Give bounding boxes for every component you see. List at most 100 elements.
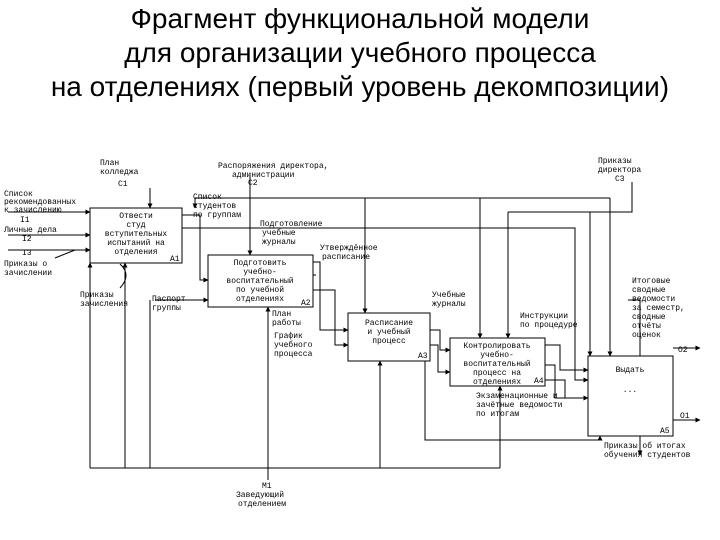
svg-text:оценок: оценок <box>632 331 661 340</box>
svg-text:процесс: процесс <box>372 337 406 346</box>
svg-text:Подготовление: Подготовление <box>260 220 323 229</box>
svg-text:Инструкции: Инструкции <box>520 312 568 321</box>
svg-text:зачётные ведомости: зачётные ведомости <box>476 401 563 410</box>
svg-text:Список: Список <box>4 190 33 199</box>
block-a2-text: Подготовить учебно- воспитательный по уч… <box>226 259 310 308</box>
label-preparation: Подготовление учебные журналы <box>260 220 323 247</box>
svg-text:процесс на: процесс на <box>473 369 521 378</box>
svg-text:Список: Список <box>193 193 222 202</box>
svg-text:директора: директора <box>598 166 641 175</box>
svg-text:ведомости: ведомости <box>632 295 675 304</box>
label-final-orders: Приказы об итогах обучения студентов <box>604 442 691 460</box>
block-a1-text: Отвести студ вступительных испытаний на … <box>105 212 180 264</box>
svg-text:А3: А3 <box>418 352 428 361</box>
svg-text:Приказы: Приказы <box>598 157 632 166</box>
svg-text:Расписание: Расписание <box>365 319 413 328</box>
block-a1 <box>89 207 183 264</box>
svg-text:зачисления: зачисления <box>80 300 128 309</box>
svg-text:А1: А1 <box>170 255 180 264</box>
label-students-list: Список студентов по группам <box>193 193 241 220</box>
svg-text:студ: студ <box>126 221 145 230</box>
svg-text:обучения студентов: обучения студентов <box>604 451 691 460</box>
svg-text:студентов: студентов <box>193 202 236 211</box>
svg-text:Приказы: Приказы <box>80 291 114 300</box>
feedback-loop <box>424 361 600 441</box>
label-schedule: График учебного процесса <box>274 332 313 359</box>
block-a2 <box>207 254 314 308</box>
svg-text:Паспорт: Паспорт <box>152 295 186 304</box>
arrow-c2-rail <box>195 175 610 199</box>
svg-text:I3: I3 <box>22 249 32 258</box>
svg-text:учебного: учебного <box>274 341 313 350</box>
svg-text:расписание: расписание <box>322 253 370 262</box>
block-a3 <box>347 312 431 362</box>
svg-text:Контролировать: Контролировать <box>463 342 530 351</box>
svg-text:сводные: сводные <box>632 313 666 322</box>
svg-text:Выдать: Выдать <box>616 366 645 375</box>
svg-text:Утверждённое: Утверждённое <box>320 244 378 253</box>
label-top-plan: План колледжа С1 <box>100 159 139 189</box>
block-a3-text: Расписание и учебный процесс А3 <box>365 319 428 361</box>
svg-text:Приказы об итогах: Приказы об итогах <box>604 442 686 451</box>
arrow-preparation <box>313 261 349 333</box>
svg-text:вступительных: вступительных <box>105 230 168 239</box>
svg-text:к зачислению: к зачислению <box>4 206 62 215</box>
title-line-3: на отделениях (первый уровень декомпозиц… <box>50 71 670 102</box>
label-top-directive: Распоряжения директора, администрации С2 <box>218 162 328 188</box>
svg-text:журналы: журналы <box>262 238 296 247</box>
label-top-orders: Приказы директора С3 <box>598 157 641 184</box>
label-left-personal: Личные дела I2 <box>3 226 57 244</box>
svg-text:отделения: отделения <box>114 248 157 257</box>
svg-text:План: План <box>272 310 291 319</box>
arrow-orders-left <box>54 249 76 259</box>
svg-text:А4: А4 <box>534 377 544 386</box>
label-o1: О1 <box>680 412 690 421</box>
svg-text:О1: О1 <box>680 412 690 421</box>
svg-text:Заведующий: Заведующий <box>236 491 284 500</box>
svg-text:План: План <box>100 159 119 168</box>
svg-text:по итогам: по итогам <box>476 410 519 419</box>
label-journals: Учебные журналы <box>432 291 466 309</box>
svg-text:учебные: учебные <box>262 229 296 238</box>
svg-text:М1: М1 <box>262 482 272 491</box>
label-mechanism: М1 Заведующий отделением <box>236 482 286 509</box>
svg-text:Учебные: Учебные <box>432 291 466 300</box>
block-a5 <box>587 355 674 437</box>
svg-text:О2: О2 <box>678 346 688 355</box>
label-admission-orders: Приказы зачисления <box>80 291 128 309</box>
arrow-final-reports <box>628 299 641 356</box>
label-left-orders: I3 Приказы о зачислении <box>4 249 52 278</box>
svg-text:С3: С3 <box>615 175 625 184</box>
svg-text:учебно-: учебно- <box>243 268 277 277</box>
svg-text:I1: I1 <box>20 216 30 225</box>
svg-text:отделениях: отделениях <box>473 378 521 387</box>
svg-text:График: График <box>274 332 303 341</box>
svg-text:А5: А5 <box>660 427 670 436</box>
svg-text:Подготовить: Подготовить <box>234 259 287 268</box>
label-records: Экзаменационные и зачётные ведомости по … <box>476 392 563 419</box>
svg-text:А2: А2 <box>301 299 311 308</box>
svg-text:отчёты: отчёты <box>632 322 661 331</box>
block-a5-text: Выдать ... А5 <box>616 366 670 436</box>
svg-text:С1: С1 <box>118 180 128 189</box>
svg-text:отделением: отделением <box>238 500 286 509</box>
svg-text:Приказы о: Приказы о <box>4 260 47 269</box>
svg-text:процесса: процесса <box>274 350 313 359</box>
svg-text:зачислении: зачислении <box>4 269 52 278</box>
label-left-list: Список рекомендованных к зачислению I1 <box>4 190 76 225</box>
svg-text:учебно-: учебно- <box>480 351 514 360</box>
svg-text:журналы: журналы <box>432 300 466 309</box>
svg-text:воспитательный: воспитательный <box>226 277 293 286</box>
svg-text:и учебный: и учебный <box>367 328 410 337</box>
svg-text:воспитательный: воспитательный <box>463 360 530 369</box>
title-line-2: для организации учебного процесса <box>124 37 596 68</box>
label-instructions: Инструкции по процедуре <box>520 312 578 330</box>
label-work-plan: План работы <box>272 310 301 328</box>
block-a4-text: Контролировать учебно- воспитательный пр… <box>463 342 543 387</box>
svg-text:сводные: сводные <box>632 286 666 295</box>
svg-text:Отвести: Отвести <box>119 212 153 221</box>
svg-text:за семестр,: за семестр, <box>632 304 685 313</box>
arrow-students-list <box>182 214 209 283</box>
svg-text:отделениях: отделениях <box>236 295 284 304</box>
